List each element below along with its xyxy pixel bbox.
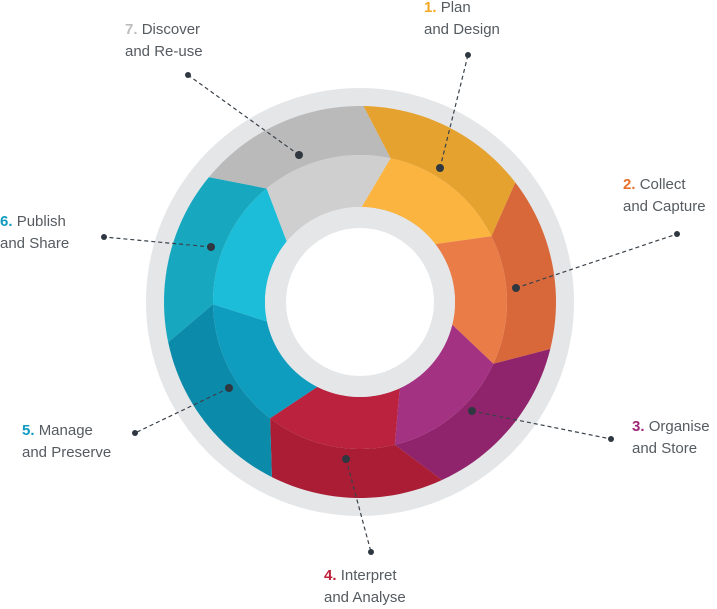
stage-title: Discover xyxy=(141,21,201,38)
leader-line xyxy=(345,458,372,553)
label-interpret-analyse: 4. Interpret and Analyse xyxy=(324,565,406,609)
leader-dot xyxy=(101,234,107,240)
leader-dot xyxy=(608,436,614,442)
segment-outer-2 xyxy=(491,182,556,364)
stage-title: Publish xyxy=(16,213,66,230)
stage-number: 7. xyxy=(125,21,138,38)
stage-title: Collect xyxy=(639,176,686,193)
segment-outer-6 xyxy=(164,177,267,343)
segment-inner-2 xyxy=(435,236,507,364)
segment-inner-3 xyxy=(394,324,494,445)
leader-line xyxy=(515,233,678,289)
leader-dot xyxy=(185,72,191,78)
stage-title: Organise xyxy=(648,418,710,435)
leader-line xyxy=(471,410,612,440)
segment-inner-5 xyxy=(213,304,318,419)
segment-outer-5 xyxy=(168,304,272,478)
leader-dot xyxy=(225,384,233,392)
stage-number: 2. xyxy=(623,176,636,193)
stage-number: 6. xyxy=(0,213,13,230)
leader-dot xyxy=(436,164,444,172)
leader-line xyxy=(439,54,469,169)
stage-title: Manage xyxy=(38,422,93,439)
stage-number: 4. xyxy=(324,567,337,584)
segment-inner-4 xyxy=(270,386,400,449)
leader-dot xyxy=(207,243,215,251)
label-publish-share: 6. Publish and Share xyxy=(0,211,69,255)
segment-outer-7 xyxy=(208,106,391,189)
leader-dot xyxy=(468,407,476,415)
segment-inner-7 xyxy=(266,155,391,242)
stage-subtitle: and Capture xyxy=(623,198,706,215)
leader-dot xyxy=(512,284,520,292)
leader-dot xyxy=(132,430,138,436)
segment-inner-1 xyxy=(361,158,492,245)
label-collect-capture: 2. Collect and Capture xyxy=(623,174,706,218)
stage-title: Interpret xyxy=(340,567,397,584)
label-discover-reuse: 7. Discover and Re-use xyxy=(125,19,203,63)
center-hole xyxy=(286,228,434,376)
leader-dot xyxy=(368,549,374,555)
stage-number: 5. xyxy=(22,422,35,439)
segment-outer-4 xyxy=(270,418,442,498)
segment-inner-6 xyxy=(213,188,287,322)
leader-line xyxy=(103,236,212,248)
stage-subtitle: and Design xyxy=(424,21,500,38)
leader-line xyxy=(187,74,300,156)
leader-dot xyxy=(295,151,303,159)
label-manage-preserve: 5. Manage and Preserve xyxy=(22,420,111,464)
stage-subtitle: and Share xyxy=(0,235,70,252)
stage-subtitle: and Store xyxy=(632,440,698,457)
stage-number: 1. xyxy=(424,0,437,16)
stage-number: 3. xyxy=(632,418,645,435)
stage-title: Plan xyxy=(440,0,471,16)
stage-subtitle: and Preserve xyxy=(22,444,112,461)
leader-dot xyxy=(465,52,471,58)
leader-dot xyxy=(674,231,680,237)
label-plan-design: 1. Plan and Design xyxy=(424,0,500,41)
stage-subtitle: and Re-use xyxy=(125,43,203,60)
leader-dot xyxy=(342,455,350,463)
label-organise-store: 3. Organise and Store xyxy=(632,416,710,460)
leader-line xyxy=(134,387,230,434)
stage-subtitle: and Analyse xyxy=(324,589,406,606)
